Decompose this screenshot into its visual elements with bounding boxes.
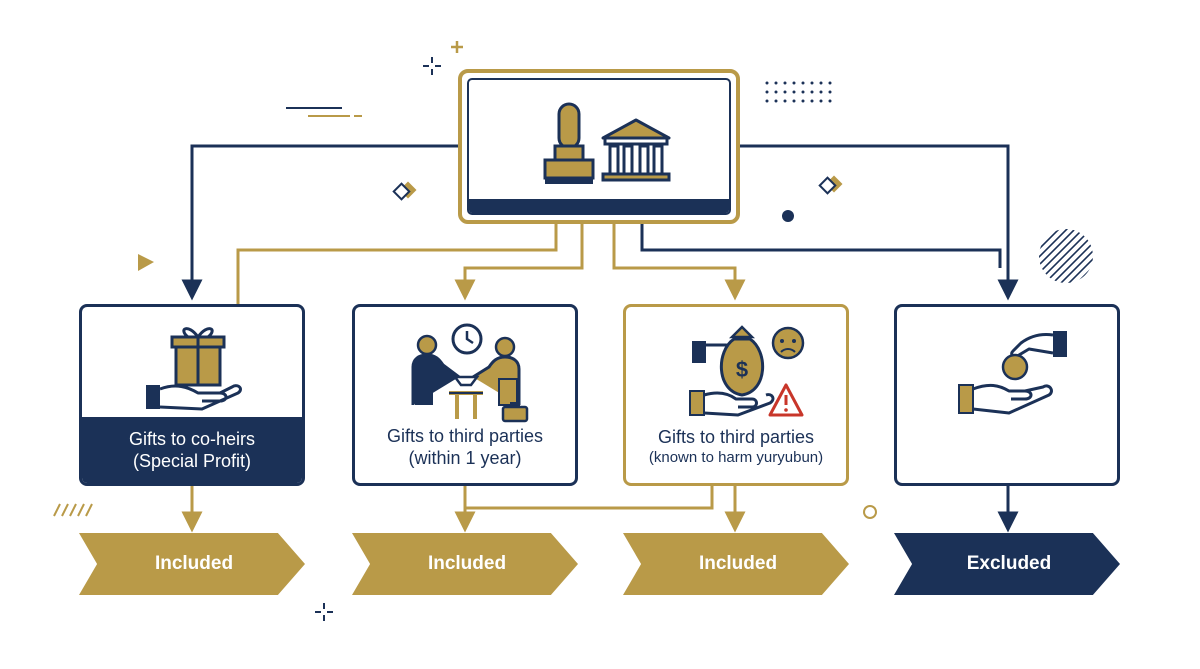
category-subtitle-2: (within 1 year) (408, 448, 522, 468)
category-title-3: Gifts to third parties (657, 427, 815, 448)
category-caption-3: Gifts to third parties (known to harm yu… (626, 411, 846, 483)
coin-in-hand-icon (958, 331, 1067, 415)
connector-top-to-box1-gold (236, 224, 558, 304)
category-title-1: Gifts to co-heirs (128, 428, 256, 449)
connector-top-to-box4 (740, 144, 1019, 301)
outcome-label-3: Included (698, 553, 778, 574)
source-box (458, 69, 740, 224)
connector-box3-to-box2-outcome (465, 486, 714, 510)
decorative-lines (286, 107, 362, 117)
category-subtitle-3: (known to harm yuryubun) (648, 448, 824, 466)
source-box-inner (467, 78, 731, 215)
outcome-label-2: Included (427, 553, 507, 574)
decorative-sparkle-icon (423, 57, 441, 75)
category-caption-2: Gifts to third parties (within 1 year) (355, 411, 575, 483)
connector-top-to-box4-lower (640, 224, 1002, 268)
outcome-label-1: Included (154, 553, 234, 574)
category-box-2: Gifts to third parties (within 1 year) (352, 304, 578, 486)
category-title-2: Gifts to third parties (386, 425, 544, 446)
courthouse-icon (601, 118, 671, 182)
category-caption-1: Gifts to co-heirs (Special Profit) (82, 417, 302, 483)
decorative-diamond-right (818, 175, 843, 195)
decorative-diamond-left (392, 181, 417, 201)
svg-text:$: $ (736, 357, 748, 382)
decorative-triangle (138, 254, 154, 271)
source-box-band (469, 199, 729, 213)
decorative-hatch (53, 503, 93, 517)
connector-top-to-box1 (181, 144, 458, 301)
outcome-chevron-1: Included (79, 533, 305, 595)
category-box-3: $ Gifts to third parties (known to harm … (623, 304, 849, 486)
decorative-striped-circle (1039, 229, 1093, 283)
money-bag-warning-icon: $ (689, 325, 805, 417)
decorative-dot (782, 210, 794, 222)
decorative-plus-icon (451, 41, 463, 53)
category-box-4 (894, 304, 1120, 486)
decorative-sparkle-bottom-icon (315, 603, 333, 621)
decorative-ring (863, 505, 877, 519)
gift-in-hand-icon (146, 327, 242, 411)
outcome-chevron-3: Included (623, 533, 849, 595)
outcome-label-4: Excluded (966, 553, 1052, 574)
outcome-chevron-2: Included (352, 533, 578, 595)
category-subtitle-1: (Special Profit) (132, 451, 252, 471)
rubber-stamp-icon (543, 102, 595, 184)
connector-top-to-box2 (454, 224, 584, 301)
decorative-dot-grid (765, 81, 832, 103)
connector-top-to-box3 (612, 224, 746, 301)
outcome-chevron-4: Excluded (894, 533, 1120, 595)
category-box-1: Gifts to co-heirs (Special Profit) (79, 304, 305, 486)
handshake-clock-icon (411, 323, 529, 423)
